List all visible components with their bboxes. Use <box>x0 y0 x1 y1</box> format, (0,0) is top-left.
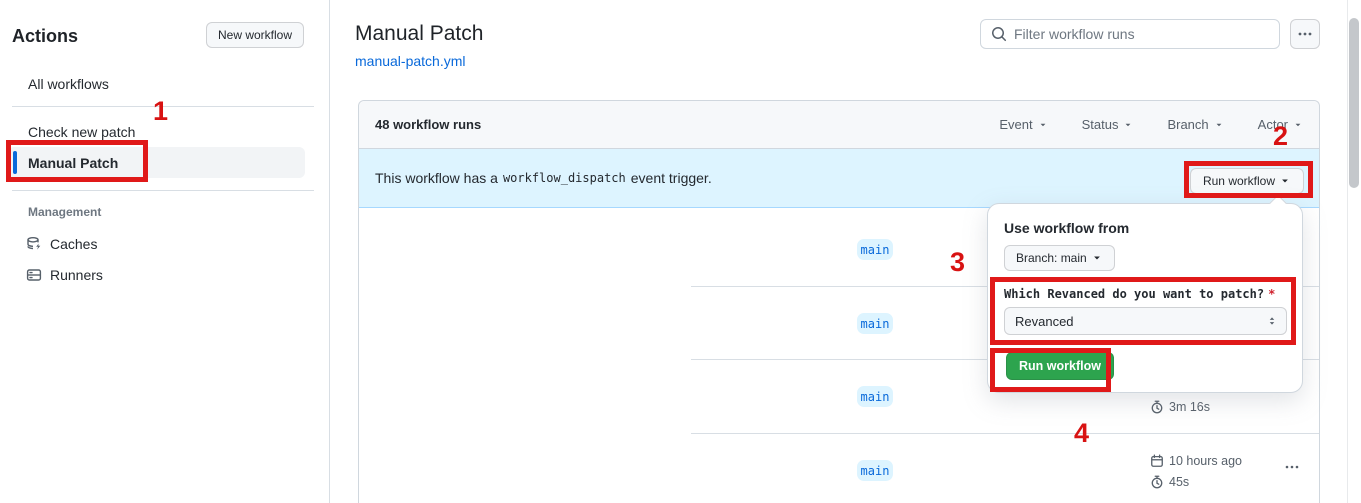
run-workflow-dropdown-button[interactable]: Run workflow <box>1189 168 1304 194</box>
sidebar-item-runners[interactable]: Runners <box>26 267 103 283</box>
scrollbar-thumb[interactable] <box>1349 18 1359 188</box>
sidebar-item-label: Runners <box>50 267 103 283</box>
chevron-down-icon <box>1040 123 1045 126</box>
sidebar-item-check-new-patch[interactable]: Check new patch <box>28 124 136 140</box>
cache-database-icon <box>27 237 41 250</box>
popover-title: Use workflow from <box>1004 220 1130 236</box>
chevron-down-icon <box>1216 123 1221 126</box>
new-workflow-button[interactable]: New workflow <box>206 22 305 48</box>
search-input[interactable] <box>1014 26 1271 42</box>
filter-status[interactable]: Status <box>1082 117 1134 132</box>
branch-badge[interactable]: main <box>857 239 893 260</box>
sidebar-item-caches[interactable]: Caches <box>26 236 97 252</box>
actions-sidebar: Actions New workflow All workflows Check… <box>0 0 330 503</box>
banner-code: workflow_dispatch <box>502 171 626 185</box>
required-asterisk: * <box>1268 287 1276 301</box>
sidebar-item-manual-patch[interactable]: Manual Patch <box>8 147 305 178</box>
run-date: 10 hours ago <box>1150 454 1242 468</box>
runs-list-header: 48 workflow runs Event Status Branch Act… <box>359 101 1319 149</box>
updown-chevron-icon <box>1269 317 1275 325</box>
sidebar-title: Actions <box>12 26 79 46</box>
kebab-horizontal-icon <box>1285 465 1299 469</box>
run-duration: 45s <box>1150 475 1189 489</box>
management-section-label: Management <box>28 205 102 219</box>
triangle-down-icon <box>1282 179 1288 183</box>
sidebar-item-label: Manual Patch <box>28 154 119 171</box>
branch-selector-button[interactable]: Branch: main <box>1004 245 1115 271</box>
banner-text: This workflow has a <box>375 170 498 186</box>
stopwatch-icon <box>1151 400 1163 414</box>
workflow-input-label: Which Revanced do you want to patch?* <box>1004 287 1276 301</box>
workflow-file-link[interactable]: manual-patch.yml <box>355 53 466 69</box>
row-divider <box>691 433 1319 434</box>
runs-filters: Event Status Branch Actor <box>999 117 1303 132</box>
branch-badge[interactable]: main <box>857 313 893 334</box>
calendar-icon <box>1151 454 1163 467</box>
selected-indicator-bar <box>13 151 17 174</box>
sidebar-item-all-workflows[interactable]: All workflows <box>28 76 109 92</box>
filter-runs-searchbar[interactable] <box>980 19 1280 49</box>
branch-badge[interactable]: main <box>857 460 893 481</box>
chevron-down-icon <box>1295 123 1301 126</box>
workflow-dispatch-banner: This workflow has a workflow_dispatch ev… <box>359 149 1319 208</box>
triangle-down-icon <box>1093 256 1100 260</box>
search-icon <box>992 27 1007 42</box>
revanced-select[interactable]: Revanced <box>1004 307 1287 335</box>
chevron-down-icon <box>1126 123 1131 126</box>
more-options-button[interactable] <box>1290 19 1320 49</box>
kebab-horizontal-icon <box>1298 32 1312 36</box>
banner-text: event trigger. <box>630 170 712 186</box>
row-kebab-menu-button[interactable] <box>1279 458 1305 476</box>
run-workflow-popover: Use workflow from Branch: main Which Rev… <box>987 194 1303 393</box>
filter-event[interactable]: Event <box>999 117 1047 132</box>
sidebar-divider <box>12 106 314 107</box>
branch-badge[interactable]: main <box>857 386 893 407</box>
runners-icon <box>26 269 42 281</box>
runs-count: 48 workflow runs <box>375 117 482 132</box>
sidebar-divider <box>12 190 314 191</box>
page-title: Manual Patch <box>355 22 484 45</box>
filter-actor[interactable]: Actor <box>1258 117 1303 132</box>
run-duration: 3m 16s <box>1150 400 1210 414</box>
filter-branch[interactable]: Branch <box>1167 117 1223 132</box>
sidebar-item-label: Caches <box>50 236 98 252</box>
stopwatch-icon <box>1151 475 1163 489</box>
run-workflow-submit-button[interactable]: Run workflow <box>1006 352 1114 380</box>
